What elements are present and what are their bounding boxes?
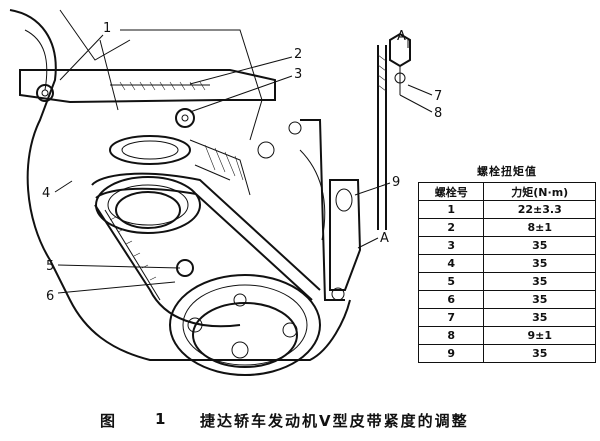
figure-number: 1 bbox=[155, 410, 168, 428]
callout-4: 4 bbox=[42, 186, 50, 201]
torque-value: 22±3.3 bbox=[483, 200, 596, 219]
callout-labels: 1 2 3 4 5 6 7 8 9 A A bbox=[42, 21, 442, 304]
callout-5: 5 bbox=[46, 259, 54, 274]
bolt-number: 6 bbox=[417, 290, 485, 309]
engine-belt-diagram: 1 2 3 4 5 6 7 8 9 A A bbox=[9, 9, 442, 376]
bolt-number: 9 bbox=[417, 344, 485, 363]
torque-table-title: 螺栓扭矩值 bbox=[477, 165, 537, 178]
upper-pulley bbox=[95, 176, 201, 234]
torque-value: 35 bbox=[483, 236, 596, 255]
callout-9: 9 bbox=[392, 175, 400, 190]
torque-value: 35 bbox=[483, 344, 596, 363]
bolt-number: 5 bbox=[417, 272, 485, 291]
figure-word: 图 bbox=[100, 412, 118, 430]
engine-block bbox=[9, 9, 351, 361]
v-belt bbox=[91, 172, 321, 328]
adjust-bracket bbox=[329, 179, 362, 301]
alternator bbox=[109, 121, 302, 196]
callout-a-bracket: A bbox=[380, 231, 389, 246]
torque-value: 35 bbox=[483, 272, 596, 291]
torque-value: 35 bbox=[483, 308, 596, 327]
bolt-number: 1 bbox=[417, 200, 485, 219]
leader-lines bbox=[54, 34, 433, 294]
torque-value: 8±1 bbox=[483, 218, 596, 237]
bolt-number: 4 bbox=[417, 254, 485, 273]
callout-2: 2 bbox=[294, 47, 302, 62]
torque-value: 9±1 bbox=[483, 326, 596, 345]
callout-a-detail: A bbox=[397, 29, 406, 44]
caption-text: 捷达轿车发动机V型皮带紧度的调整 bbox=[200, 412, 469, 430]
torque-value: 35 bbox=[483, 290, 596, 309]
callout-8: 8 bbox=[434, 106, 442, 121]
column-header-torque: 力矩(N·m) bbox=[483, 182, 596, 201]
callout-7: 7 bbox=[434, 89, 442, 104]
callout-1: 1 bbox=[103, 21, 111, 36]
bolt-number: 8 bbox=[417, 326, 485, 345]
table-header-row: 螺栓号 力矩(N·m) bbox=[417, 182, 596, 201]
lower-pulley bbox=[169, 259, 321, 376]
column-header-bolt: 螺栓号 bbox=[417, 182, 485, 201]
bolt-number: 2 bbox=[417, 218, 485, 237]
detail-view bbox=[377, 32, 411, 230]
bolt-number: 3 bbox=[417, 236, 485, 255]
callout-6: 6 bbox=[46, 289, 54, 304]
tension-bracket bbox=[19, 69, 276, 128]
torque-value: 35 bbox=[483, 254, 596, 273]
callout-3: 3 bbox=[294, 67, 302, 82]
bolt-number: 7 bbox=[417, 308, 485, 327]
